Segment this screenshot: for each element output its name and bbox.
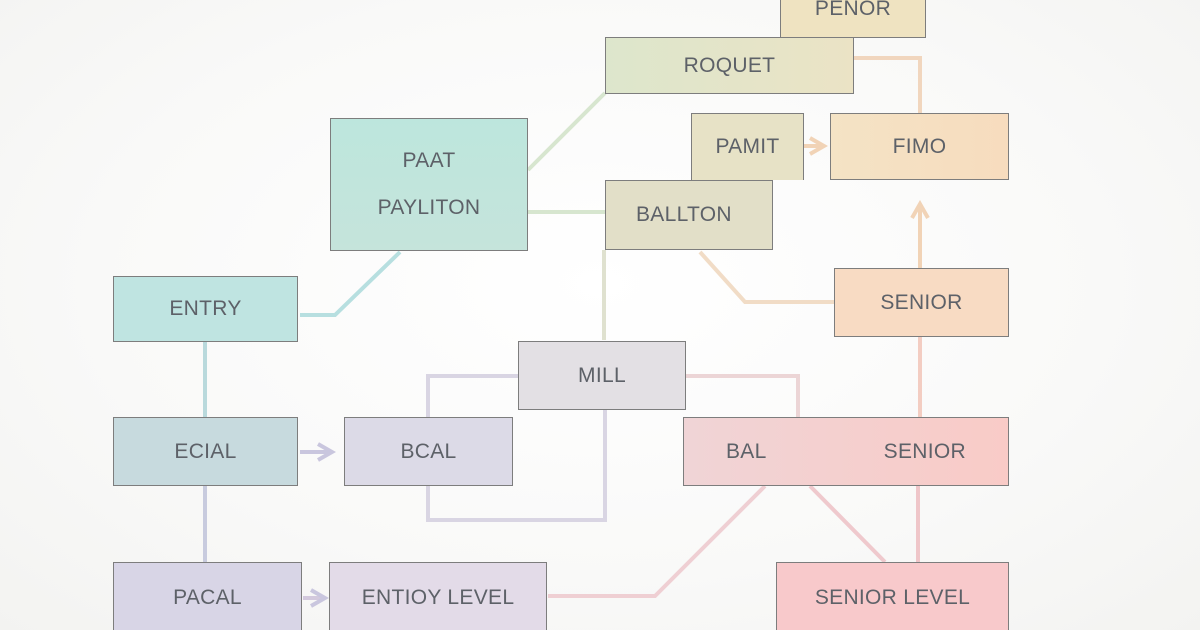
node-entioy-level[interactable]: ENTIOY LEVEL — [329, 562, 547, 630]
connector-paat-roquet — [526, 91, 607, 172]
connector-mill-bcal-loop — [426, 374, 607, 522]
connector-entioy-bal — [548, 484, 767, 598]
node-mill-label: MILL — [578, 363, 626, 387]
node-pamit-label: PAMIT — [715, 135, 780, 158]
node-pacal-label: PACAL — [173, 586, 242, 609]
connector-ballton-senior — [698, 250, 835, 304]
node-bcal[interactable]: BCAL — [344, 417, 513, 486]
node-senior-level-label: SENIOR LEVEL — [814, 586, 971, 609]
node-senior-top-label: SENIOR — [880, 290, 963, 314]
node-entry-label: ENTRY — [169, 297, 242, 320]
connector-roquet-fimo — [854, 56, 922, 113]
node-roquet[interactable]: ROQUET — [605, 37, 854, 94]
node-paat-line1: PAAT — [402, 148, 456, 172]
node-bcal-label: BCAL — [400, 439, 457, 463]
node-pacal[interactable]: PACAL — [113, 562, 302, 630]
node-bal-label: BAL — [726, 439, 767, 463]
node-pamit[interactable]: PAMIT — [691, 113, 804, 180]
connector-entry-paat — [300, 250, 402, 317]
node-ballton[interactable]: BALLTON — [605, 180, 773, 250]
node-entioy-level-label: ENTIOY LEVEL — [361, 586, 515, 609]
node-ecial-label: ECIAL — [174, 439, 237, 463]
node-fimo-label: FIMO — [892, 134, 947, 158]
node-senior-mid-label: SENIOR — [883, 439, 966, 463]
node-mill[interactable]: MILL — [518, 341, 686, 410]
node-ballton-label: BALLTON — [636, 203, 732, 226]
node-roquet-label: ROQUET — [683, 53, 776, 77]
node-ecial[interactable]: ECIAL — [113, 417, 298, 486]
connector-bal-seniorlevel — [808, 484, 887, 564]
node-bal-senior[interactable]: BAL SENIOR — [683, 417, 1009, 486]
node-paat-payliton[interactable]: PAAT PAYLITON — [330, 118, 528, 251]
node-fimo[interactable]: FIMO — [830, 113, 1009, 180]
node-senior-level[interactable]: SENIOR LEVEL — [776, 562, 1009, 630]
node-penor[interactable]: PENOR — [780, 0, 926, 38]
node-senior-top[interactable]: SENIOR — [834, 268, 1009, 337]
connector-mill-bal — [686, 374, 800, 417]
node-paat-line2: PAYLITON — [377, 196, 481, 220]
node-penor-label: PENOR — [814, 0, 892, 20]
node-entry[interactable]: ENTRY — [113, 276, 298, 342]
